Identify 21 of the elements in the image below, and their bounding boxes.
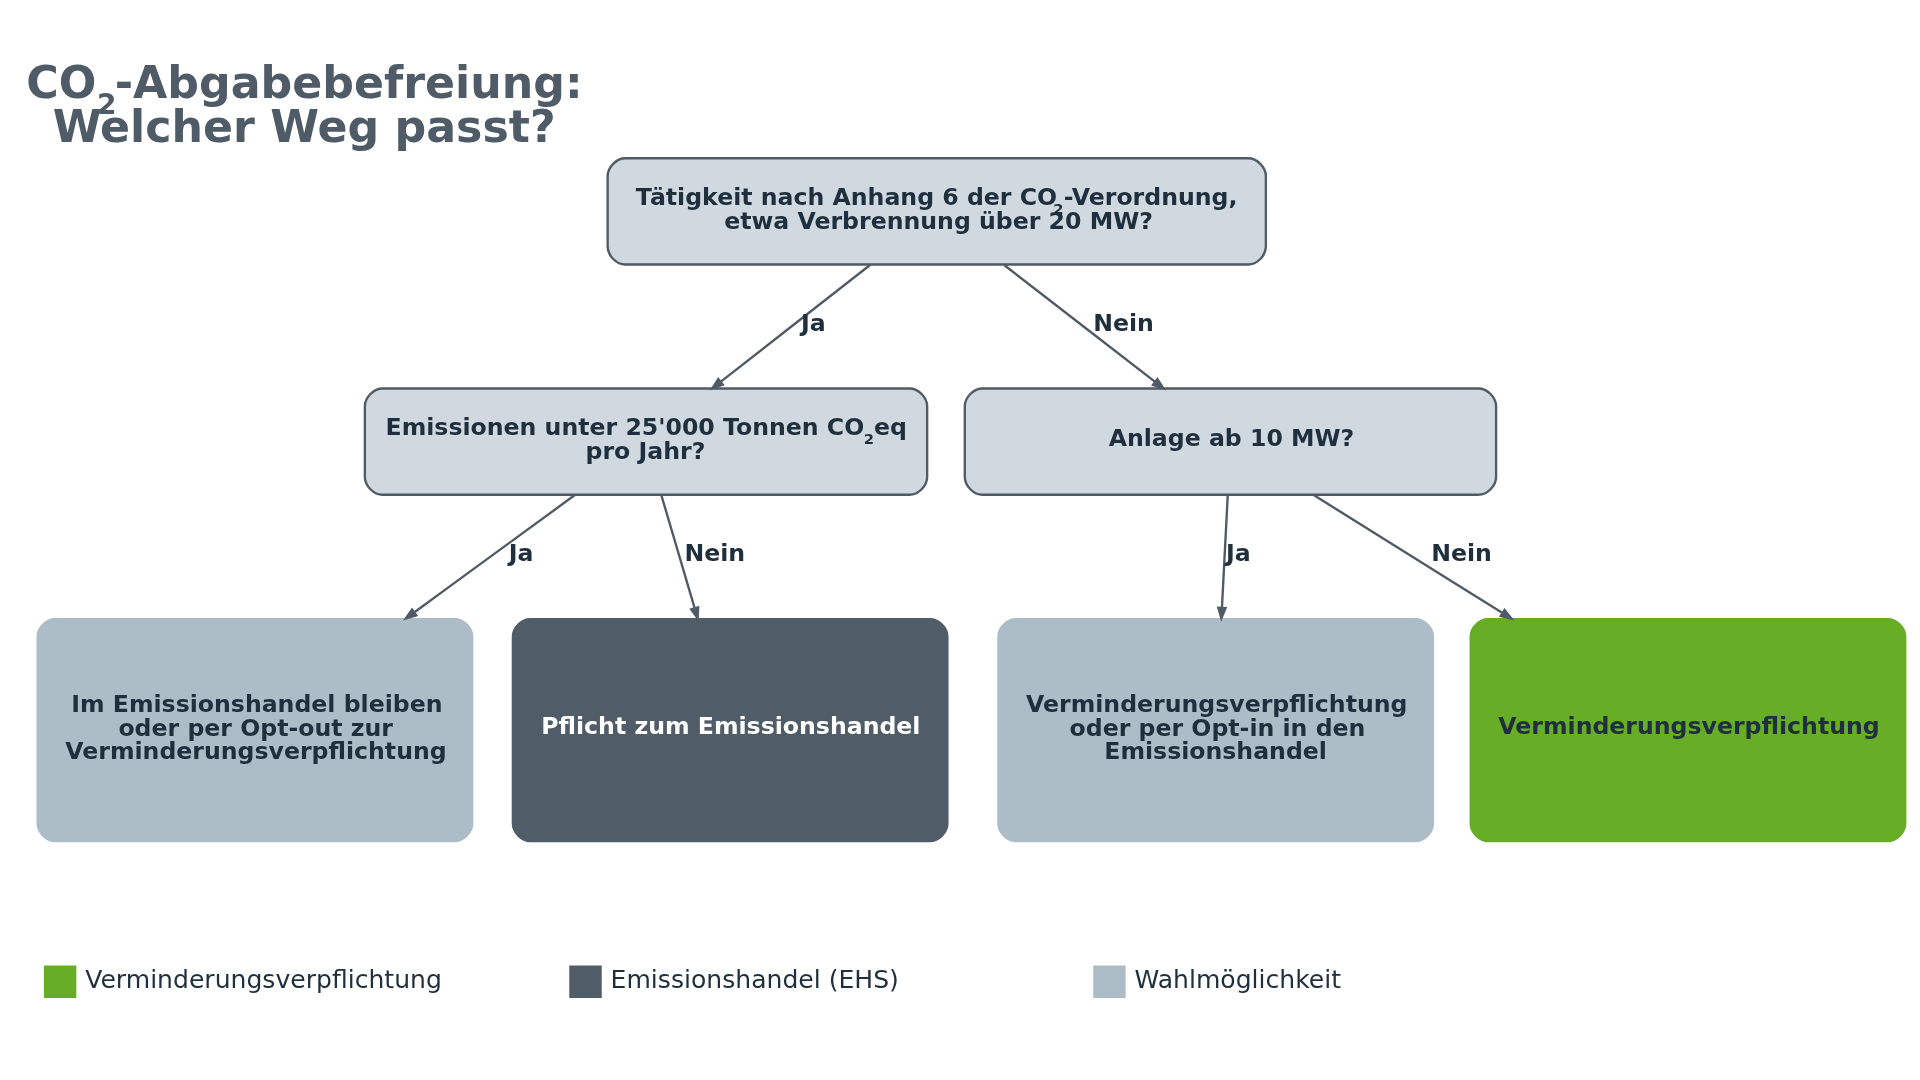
diagram-title: CO$_{2}$-Abgabebefreiung: Welcher Weg passt?	[26, 56, 583, 152]
edge-label: Ja	[1226, 538, 1251, 567]
arrow	[1003, 263, 1167, 390]
legend-label: Verminderungsverpflichtung	[85, 964, 442, 994]
edge-label: Ja	[800, 308, 826, 337]
edge-label: Nein	[1431, 538, 1492, 567]
node-box: Verminderungsverpflichtung	[1469, 617, 1907, 842]
node-box: Anlage ab 10 MW?	[963, 386, 1498, 496]
arrow	[709, 263, 871, 390]
arrow	[402, 493, 576, 621]
legend-label: Wahlmöglichkeit	[1134, 964, 1342, 994]
edge-label: Nein	[684, 538, 746, 567]
legend-label: Emissionshandel (EHS)	[610, 964, 899, 994]
edge-label: Nein	[1093, 308, 1154, 337]
node-box: Emissionen unter 25'000 Tonnen CO$_{2}$eq pro Jahr?	[363, 386, 929, 496]
node-box: Verminderungsverpflichtung oder per Opt-in in den Emissionshandel	[997, 617, 1435, 842]
node-box: Im Emissionshandel bleiben oder per Opt-out zur Verminderungsverpflichtung	[36, 617, 474, 842]
edge-label: Ja	[508, 538, 534, 567]
arrow	[1312, 493, 1515, 620]
node-box: Pflicht zum Emissionshandel	[511, 617, 949, 842]
arrow	[1216, 494, 1229, 622]
